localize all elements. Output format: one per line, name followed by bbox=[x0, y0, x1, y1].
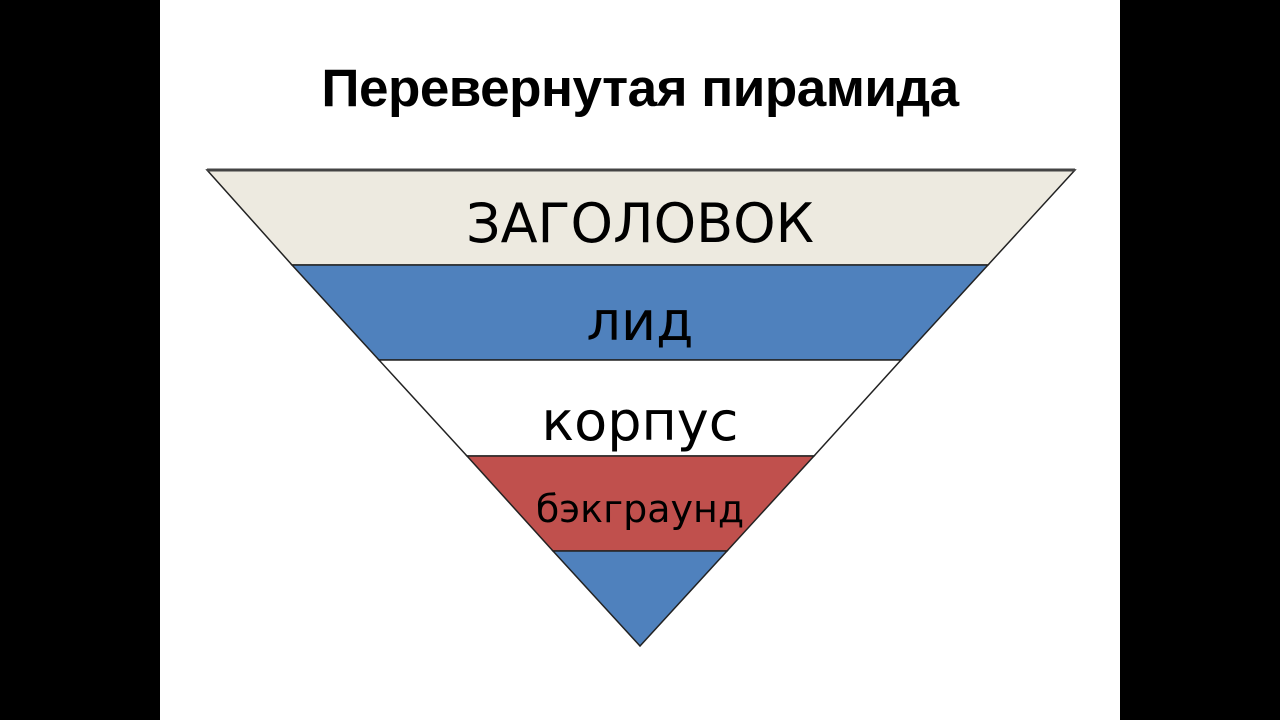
layer-label-background: бэкграунд bbox=[536, 487, 744, 531]
layer-bottom bbox=[551, 550, 729, 648]
layer-label-body: корпус bbox=[542, 390, 739, 453]
layer-label-lead: лид bbox=[587, 290, 694, 353]
slide-title: Перевернутая пирамида bbox=[321, 59, 959, 118]
layer-label-headline: ЗАГОЛОВОК bbox=[466, 192, 814, 255]
